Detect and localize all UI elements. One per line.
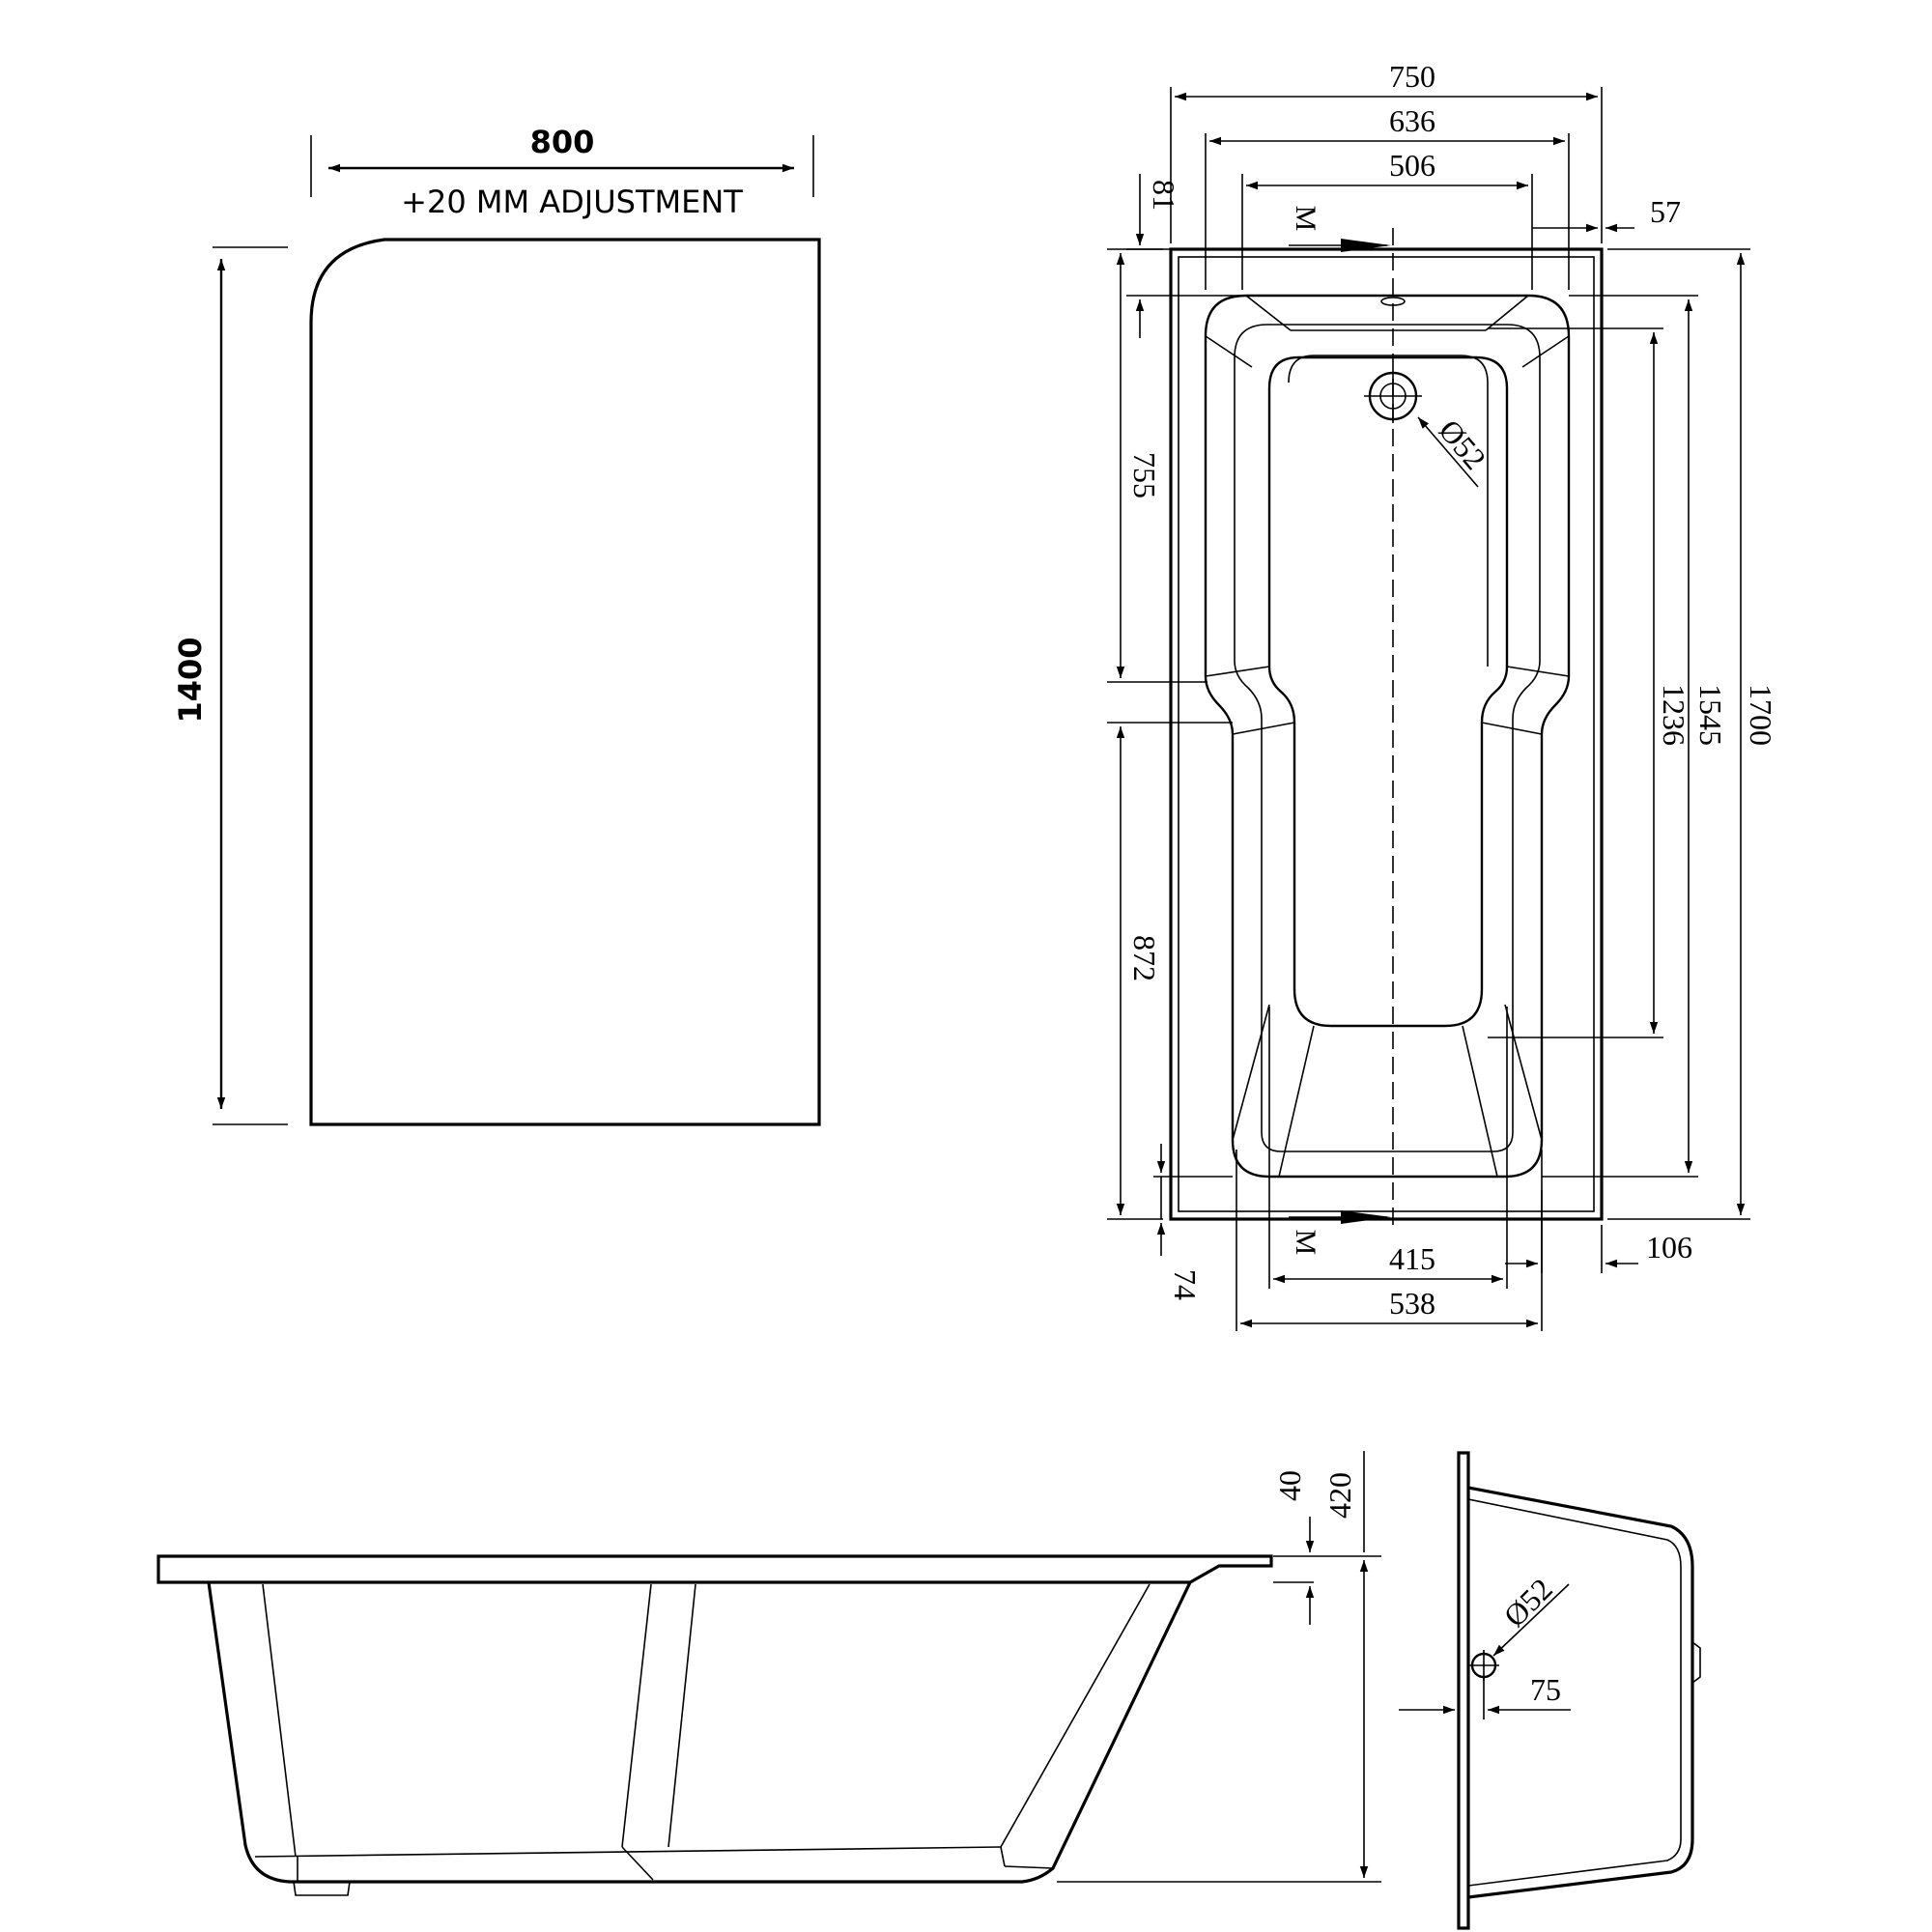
side-rim-thickness-label: 40 [1272, 1470, 1307, 1501]
end-waste-offset-label: 75 [1530, 1672, 1561, 1707]
screen-adjustment-label: +20 MM ADJUSTMENT [401, 184, 743, 220]
plan-inner-width-label: 636 [1389, 103, 1435, 138]
side-body-outline [207, 1581, 1192, 1884]
plan-shower-width-label: 538 [1389, 1286, 1435, 1321]
end-waste-diameter-label: Ø52 [1496, 1572, 1558, 1634]
plan-rim-bottom-left-label: 74 [1168, 1269, 1203, 1300]
plan-marker-top-label: M [1290, 206, 1321, 232]
plan-outer-rim [1169, 247, 1604, 1221]
end-outlet-stub [1691, 1641, 1701, 1684]
plan-marker-top-arrow [1341, 239, 1391, 252]
plan-overflow-icon [1380, 297, 1406, 306]
plan-overall-width-label: 750 [1389, 59, 1435, 94]
screen-width-label: 800 [530, 124, 595, 160]
plan-bowl-outline [1204, 294, 1571, 1179]
bath-end-elevation: Ø52 75 [1399, 1451, 1701, 1930]
plan-lower-length-label: 872 [1127, 935, 1162, 981]
end-body-outline [1467, 1486, 1694, 1899]
plan-waste-diameter-label: Ø52 [1433, 412, 1493, 475]
plan-rim-top-right-label: 57 [1650, 194, 1681, 229]
bath-plan-view: Ø52 M M 750 636 506 57 81 [1107, 59, 1778, 1331]
bath-screen-panel [309, 238, 821, 1126]
plan-overall-length-label: 1700 [1744, 684, 1778, 746]
plan-upper-length-label: 755 [1127, 452, 1162, 498]
plan-foot-width-label: 415 [1389, 1241, 1435, 1276]
plan-seat-outline [1234, 324, 1541, 1152]
side-rim [156, 1554, 1273, 1584]
plan-inner-rim [1178, 256, 1595, 1212]
bath-screen-view: 800 +20 MM ADJUSTMENT 1400 [172, 124, 821, 1126]
plan-bowl-length-label: 1236 [1657, 684, 1691, 746]
plan-inner-length-label: 1545 [1693, 684, 1728, 746]
end-rim [1457, 1451, 1470, 1930]
side-height-label: 420 [1322, 1472, 1357, 1519]
plan-bowl-floor [1267, 355, 1509, 1028]
plan-bowl-width-label: 506 [1389, 148, 1435, 183]
side-feet [293, 1881, 351, 1896]
plan-marker-bottom-label: M [1290, 1230, 1321, 1256]
screen-height-label: 1400 [172, 637, 209, 723]
plan-marker-bottom-arrow [1341, 1210, 1391, 1224]
plan-rim-bottom-right-label: 106 [1646, 1230, 1692, 1264]
bath-side-elevation: 40 420 [156, 1451, 1381, 1896]
plan-rim-top-left-label: 81 [1147, 180, 1181, 211]
